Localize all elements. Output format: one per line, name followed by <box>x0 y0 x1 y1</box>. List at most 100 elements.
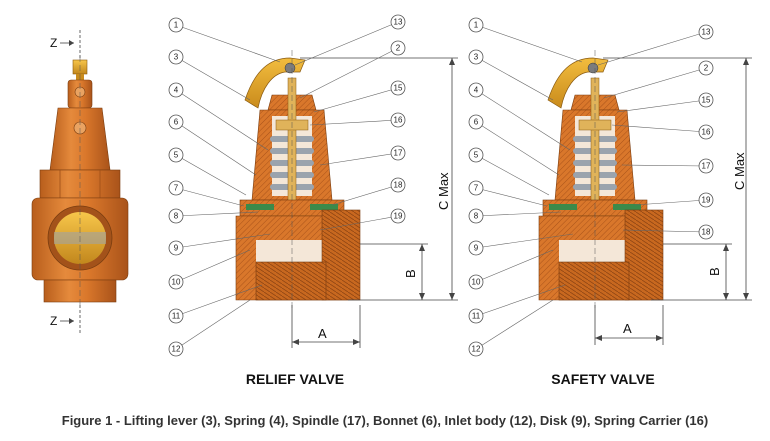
relief-callout-label-19: 19 <box>394 212 403 221</box>
safety-callout-label-16: 16 <box>702 128 711 137</box>
safety-callout-label-18: 18 <box>702 228 711 237</box>
relief-callout-label-11: 11 <box>172 312 181 321</box>
safety-b-label: B <box>707 267 722 276</box>
relief-leader-11 <box>175 284 263 317</box>
safety-leader-7 <box>475 187 548 207</box>
relief-leader-10 <box>175 249 251 283</box>
z-label-bottom: Z <box>50 314 57 328</box>
front-view: Z Z <box>31 30 129 335</box>
relief-callout-circle-5 <box>168 147 184 163</box>
relief-callout-circle-3 <box>168 49 184 65</box>
safety-callout-circle-12 <box>468 341 484 357</box>
relief-callout-label-8: 8 <box>174 212 179 221</box>
relief-leader-6 <box>175 121 257 176</box>
relief-callout-circle-9 <box>168 240 184 256</box>
safety-callout-label-8: 8 <box>474 212 479 221</box>
relief-callout-circle-17 <box>390 145 406 161</box>
relief-callout-circle-13 <box>390 14 406 30</box>
safety-callout-circle-15 <box>698 92 714 108</box>
safety-callout-label-4: 4 <box>474 86 479 95</box>
safety-leader-16 <box>611 124 707 133</box>
relief-callout-label-16: 16 <box>394 116 403 125</box>
safety-leader-13 <box>597 31 707 66</box>
safety-c-max-label: C Max <box>732 152 747 190</box>
relief-leader-9 <box>175 233 271 249</box>
relief-leader-1 <box>175 24 281 63</box>
safety-callout-label-11: 11 <box>472 312 481 321</box>
relief-callout-label-4: 4 <box>174 86 179 95</box>
relief-leader-7 <box>175 187 245 207</box>
safety-callout-label-19: 19 <box>702 196 711 205</box>
relief-callout-circle-10 <box>168 274 184 290</box>
safety-valve-section <box>538 50 664 310</box>
safety-callout-circle-8 <box>468 208 484 224</box>
relief-c-max-label: C Max <box>436 172 451 210</box>
safety-leader-4 <box>475 89 571 151</box>
relief-callout-circle-18 <box>390 177 406 193</box>
safety-callout-label-7: 7 <box>474 184 479 193</box>
safety-callout-label-3: 3 <box>474 53 479 62</box>
figure-caption: Figure 1 - Lifting lever (3), Spring (4)… <box>61 413 709 428</box>
safety-leader-18 <box>622 229 707 233</box>
relief-callout-circle-19 <box>390 208 406 224</box>
relief-leader-19 <box>319 215 399 231</box>
relief-leader-16 <box>309 119 399 126</box>
safety-valve-title: SAFETY VALVE <box>551 371 654 387</box>
safety-callout-label-1: 1 <box>474 21 479 30</box>
safety-callout-label-9: 9 <box>474 244 479 253</box>
relief-callout-label-5: 5 <box>174 151 179 160</box>
safety-callout-circle-2 <box>698 60 714 76</box>
safety-callout-label-15: 15 <box>702 96 711 105</box>
relief-callout-circle-11 <box>168 308 184 324</box>
safety-callout-circle-5 <box>468 147 484 163</box>
relief-leader-5 <box>175 154 247 196</box>
relief-a-label: A <box>318 326 327 341</box>
relief-callout-circle-2 <box>390 40 406 56</box>
safety-callout-circle-19 <box>698 192 714 208</box>
safety-callout-circle-3 <box>468 49 484 65</box>
safety-callout-circle-6 <box>468 114 484 130</box>
relief-callout-circle-7 <box>168 180 184 196</box>
relief-callout-circle-12 <box>168 341 184 357</box>
relief-callout-label-7: 7 <box>174 184 179 193</box>
safety-leader-19 <box>634 199 707 206</box>
relief-callout-circle-4 <box>168 82 184 98</box>
safety-dimensions: C Max B A <box>594 57 752 345</box>
safety-callout-label-6: 6 <box>474 118 479 127</box>
relief-leader-2 <box>299 47 399 99</box>
safety-leader-17 <box>621 164 707 167</box>
relief-valve-title: RELIEF VALVE <box>246 371 344 387</box>
relief-valve-section <box>235 50 361 310</box>
relief-callout-circle-8 <box>168 208 184 224</box>
safety-callout-circle-13 <box>698 24 714 40</box>
safety-callout-circle-10 <box>468 274 484 290</box>
safety-callout-label-2: 2 <box>704 64 709 73</box>
relief-leader-17 <box>319 152 399 166</box>
relief-callout-circle-6 <box>168 114 184 130</box>
safety-callout-circle-1 <box>468 17 484 33</box>
safety-leader-15 <box>616 99 707 113</box>
safety-callout-circle-16 <box>698 124 714 140</box>
relief-callout-label-6: 6 <box>174 118 179 127</box>
safety-callout-circle-9 <box>468 240 484 256</box>
safety-leader-9 <box>475 233 574 249</box>
relief-callout-label-10: 10 <box>172 278 181 287</box>
safety-callout-circle-11 <box>468 308 484 324</box>
relief-leader-3 <box>175 56 251 101</box>
safety-leader-6 <box>475 121 560 176</box>
relief-leader-4 <box>175 89 269 151</box>
relief-callout-label-13: 13 <box>394 18 403 27</box>
relief-callout-label-15: 15 <box>394 84 403 93</box>
relief-callout-label-3: 3 <box>174 53 179 62</box>
safety-callout-circle-18 <box>698 224 714 240</box>
safety-callout-label-5: 5 <box>474 151 479 160</box>
safety-callout-circle-7 <box>468 180 484 196</box>
relief-callout-label-1: 1 <box>174 21 179 30</box>
relief-leader-18 <box>331 184 399 206</box>
relief-leader-15 <box>313 87 399 113</box>
relief-callout-circle-15 <box>390 80 406 96</box>
safety-callout-label-17: 17 <box>702 162 711 171</box>
